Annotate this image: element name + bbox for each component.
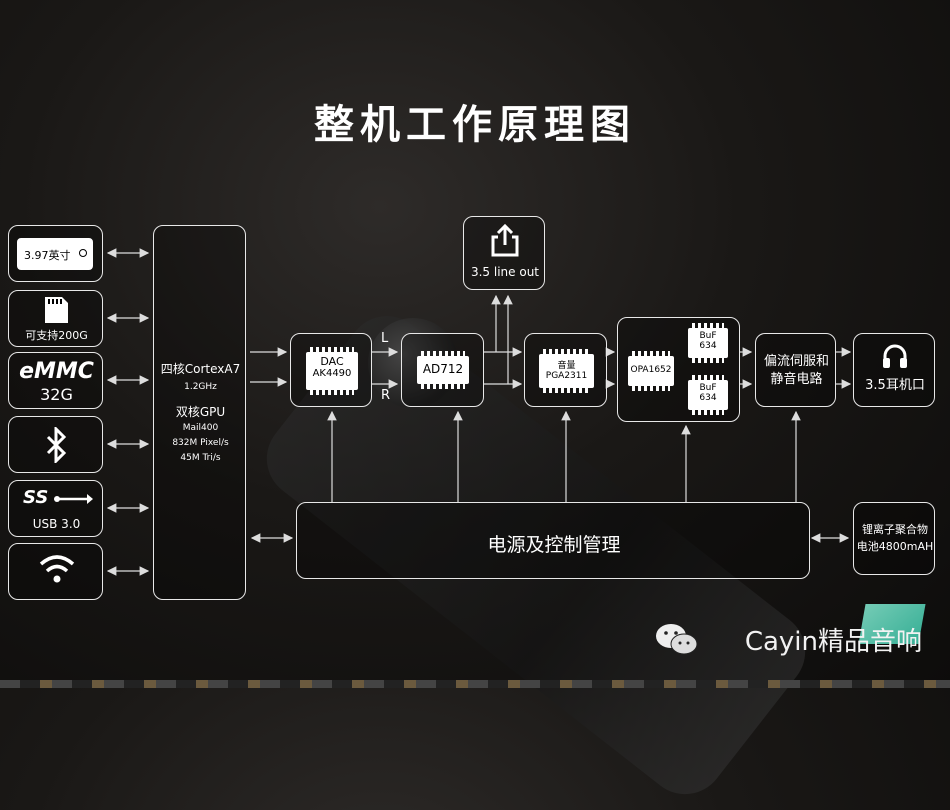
servo-label-line1: 偏流伺服和	[763, 354, 829, 369]
headphone-block: 3.5耳机口	[853, 333, 935, 407]
emmc-logo: eMMC	[19, 359, 94, 384]
headphone-icon	[883, 344, 907, 368]
servo-block: 偏流伺服和 静音电路	[755, 333, 836, 407]
volume-label: 音量	[557, 361, 576, 371]
buffer-chip-2: BuF 634	[688, 380, 728, 410]
usb-icon	[54, 494, 93, 504]
share-icon	[491, 223, 519, 257]
ad712-block: AD712	[401, 333, 484, 407]
buffer-1-label: BuF	[699, 331, 717, 341]
cpu-block: 四核CortexA7 1.2GHz 双核GPU Mail400 832M Pix…	[153, 225, 246, 600]
dac-block: DAC AK4490	[290, 333, 372, 407]
connector-lines	[106, 248, 852, 576]
buffer-2-label: BuF	[699, 383, 717, 393]
power-management-block: 电源及控制管理	[296, 502, 810, 579]
servo-label-line2: 静音电路	[770, 372, 823, 387]
emmc-size-label: 32G	[40, 385, 73, 404]
opa-chip: OPA1652	[628, 356, 674, 386]
watermark-text: Cayin精品音响	[744, 627, 922, 657]
gpu-model: Mail400	[182, 423, 219, 433]
volume-block: 音量 PGA2311	[524, 333, 607, 407]
dac-model: AK4490	[312, 368, 352, 379]
display-size-label: 3.97英寸	[24, 249, 71, 262]
bottom-strip	[0, 680, 950, 688]
emmc-panel: eMMC 32G	[8, 352, 103, 409]
bluetooth-icon	[46, 427, 67, 463]
sd-card-panel: 可支持200G	[8, 290, 103, 347]
sd-capacity-label: 可支持200G	[25, 329, 88, 342]
volume-model: PGA2311	[545, 371, 588, 381]
home-button-icon	[79, 249, 87, 257]
usb-ss-logo: SS	[23, 487, 49, 508]
battery-label-line2: 电池4800mAH	[856, 540, 934, 553]
sd-card-icon	[45, 297, 68, 323]
buffer-chip-1: BuF 634	[688, 328, 728, 358]
usb-label: USB 3.0	[32, 517, 81, 531]
ad712-chip: AD712	[417, 356, 469, 384]
headphone-label: 3.5耳机口	[865, 378, 925, 393]
channel-left-label: L	[381, 331, 389, 346]
gpu-pixel-rate: 832M Pixel/s	[172, 438, 229, 448]
channel-right-label: R	[381, 388, 391, 403]
battery-label-line1: 锂离子聚合物	[862, 523, 928, 536]
display-icon: 3.97英寸	[17, 238, 93, 270]
power-management-label: 电源及控制管理	[487, 534, 621, 556]
ad712-label: AD712	[422, 362, 464, 376]
wechat-icon	[656, 624, 698, 655]
display-panel: 3.97英寸	[8, 225, 103, 282]
battery-block: 锂离子聚合物 电池4800mAH	[853, 502, 935, 575]
line-out-block: 3.5 line out	[463, 216, 545, 290]
gpu-triangle-rate: 45M Tri/s	[180, 453, 221, 463]
usb-panel: SS USB 3.0	[8, 480, 103, 537]
cpu-name: 四核CortexA7	[160, 362, 241, 376]
gpu-name: 双核GPU	[175, 405, 226, 419]
opa-label: OPA1652	[630, 365, 672, 375]
line-out-label: 3.5 line out	[470, 265, 540, 279]
wifi-icon	[39, 555, 75, 583]
bluetooth-panel	[8, 416, 103, 473]
wifi-panel	[8, 543, 103, 600]
dac-chip: DAC AK4490	[306, 352, 358, 390]
buffer-2-model: 634	[699, 393, 717, 403]
dac-label: DAC	[320, 355, 344, 368]
page-title: 整机工作原理图	[314, 102, 636, 148]
buffer-1-model: 634	[699, 341, 717, 351]
volume-chip: 音量 PGA2311	[539, 354, 594, 388]
amplifier-block: OPA1652 BuF 634 BuF 634	[617, 317, 740, 422]
cpu-frequency: 1.2GHz	[184, 382, 217, 392]
